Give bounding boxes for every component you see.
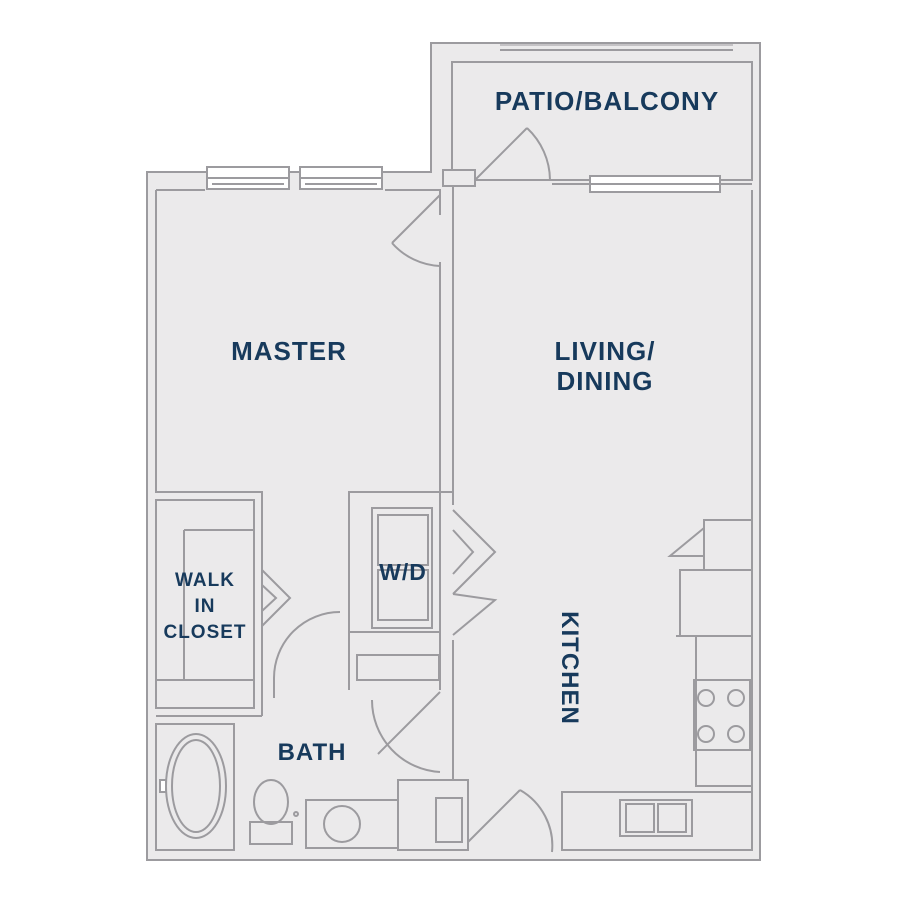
patio-area [451, 61, 753, 181]
room-label-walkin-line2: IN [195, 596, 216, 617]
washer-dryer-closet [348, 491, 498, 690]
room-label-patio: PATIO/BALCONY [495, 86, 719, 116]
room-label-master: MASTER [231, 336, 347, 366]
linen-door [370, 691, 441, 773]
room-label-kitchen: KITCHEN [556, 611, 583, 725]
bath-door [273, 611, 341, 698]
room-label-walkin-line3: CLOSET [163, 622, 246, 643]
master-window-right [299, 166, 383, 190]
walk-in-closet [155, 499, 292, 717]
bath-area [155, 723, 399, 851]
entry-closet [397, 779, 554, 853]
kitchen [561, 519, 753, 851]
living-window [552, 175, 752, 193]
room-label-living-line1: LIVING/ [555, 336, 656, 366]
room-label-bath: BATH [278, 739, 347, 766]
patio-door [474, 127, 551, 181]
master-inner-wall [155, 189, 441, 520]
master-door [391, 194, 441, 267]
master-living-wall [439, 183, 454, 492]
room-label-living-line2: DINING [557, 366, 654, 396]
room-label-walkin-line1: WALK [175, 570, 235, 591]
master-window-left [206, 166, 290, 190]
room-label-wd: W/D [379, 559, 427, 585]
